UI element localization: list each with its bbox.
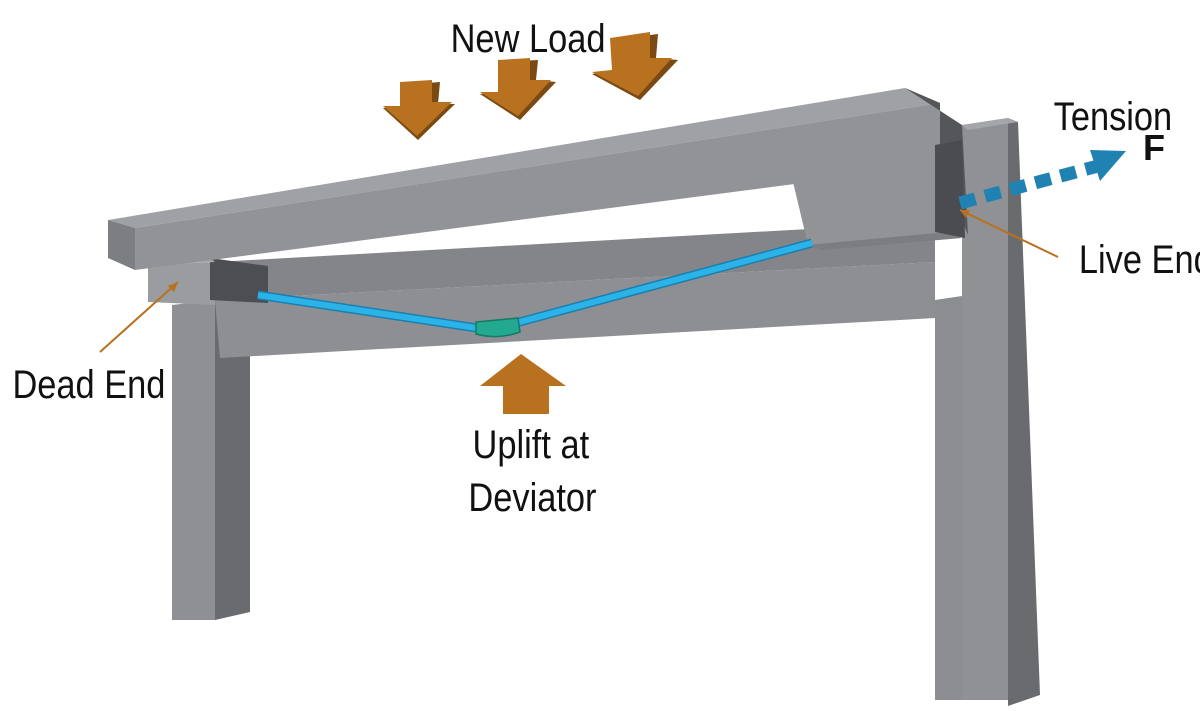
live-end-label: Live End (1079, 237, 1200, 282)
new-load-label: New Load (451, 16, 606, 61)
load-arrow-2 (480, 58, 556, 120)
live-end-anchor (793, 165, 962, 250)
load-arrow-3 (592, 32, 678, 100)
leader-lines (99, 209, 1059, 353)
left-column (172, 296, 250, 620)
deviator (475, 317, 521, 338)
dead-end-label: Dead End (12, 362, 165, 407)
uplift-label-line1: Uplift at (473, 422, 590, 467)
uplift-label-line2: Deviator (468, 475, 596, 520)
top-slab (108, 88, 968, 270)
tension-label: Tension (1054, 94, 1173, 139)
load-arrow-1 (383, 80, 455, 140)
tension-arrow (958, 150, 1126, 210)
force-label: F (1143, 127, 1165, 168)
right-column (935, 118, 1040, 706)
uplift-arrow (480, 354, 566, 414)
